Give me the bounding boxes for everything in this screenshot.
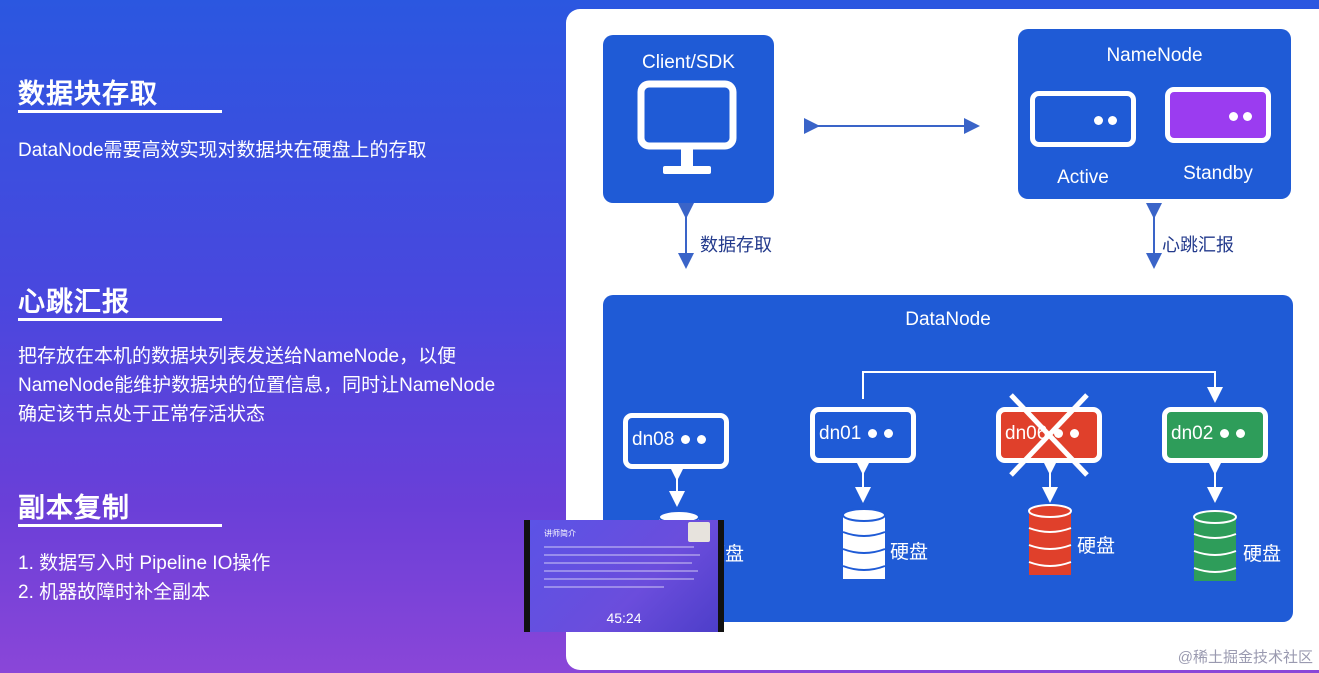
active-node <box>1030 91 1136 147</box>
disk-icon-green <box>1193 510 1237 581</box>
section-body-data-access: DataNode需要高效实现对数据块在硬盘上的存取 <box>18 136 427 165</box>
body-line: 把存放在本机的数据块列表发送给NameNode，以便 <box>18 346 457 367</box>
disk-icon <box>842 508 886 579</box>
client-sdk-box: Client/SDK <box>603 35 774 203</box>
node-name: dn06 <box>1005 423 1048 444</box>
datanode-dn02: dn02 <box>1162 407 1268 463</box>
text-line <box>544 578 694 580</box>
section-rule <box>18 110 222 113</box>
disk-icon-red <box>1028 504 1072 575</box>
namenode-title: NameNode <box>1106 45 1203 66</box>
section-title-data-access: 数据块存取 <box>18 79 158 109</box>
section-rule <box>18 524 222 527</box>
section-body-heartbeat: 把存放在本机的数据块列表发送给NameNode，以便 NameNode能维护数据… <box>18 342 495 429</box>
datanode-title: DataNode <box>905 309 991 330</box>
disk-label: 硬盘 <box>1243 544 1282 565</box>
body-line: DataNode需要高效实现对数据块在硬盘上的存取 <box>18 140 427 161</box>
text-line <box>544 554 700 556</box>
footer-credit: @稀土掘金技术社区 <box>1177 649 1313 666</box>
disk-label: 硬盘 <box>890 542 929 563</box>
section-rule <box>18 318 222 321</box>
standby-node <box>1165 87 1271 143</box>
video-timestamp: 45:24 <box>606 610 642 626</box>
body-line: NameNode能维护数据块的位置信息，同时让NameNode <box>18 375 496 396</box>
standby-label: Standby <box>1183 163 1253 184</box>
section-body-replication: 1. 数据写入时 Pipeline IO操作 2. 机器故障时补全副本 <box>18 549 270 607</box>
video-frame: 讲师简介 45:24 <box>530 520 718 632</box>
replication-arrows <box>669 371 1223 507</box>
presenter-avatar <box>688 522 710 542</box>
heartbeat-label: 心跳汇报 <box>1162 235 1234 255</box>
disk-label: 硬盘 <box>1077 536 1116 557</box>
status-dots <box>1089 112 1117 130</box>
namenode-box: NameNode Active Standby <box>1018 29 1291 199</box>
node-name: dn02 <box>1171 423 1214 444</box>
node-name: dn01 <box>819 423 862 444</box>
left-text-panel: 数据块存取 DataNode需要高效实现对数据块在硬盘上的存取 心跳汇报 把存放… <box>0 0 560 673</box>
connector-arrows <box>678 118 1162 269</box>
active-label: Active <box>1057 167 1109 188</box>
body-line: 2. 机器故障时补全副本 <box>18 582 211 603</box>
text-line <box>544 546 694 548</box>
section-title-heartbeat: 心跳汇报 <box>18 287 130 317</box>
text-line <box>544 586 664 588</box>
presenter-video[interactable]: 讲师简介 45:24 <box>524 520 724 632</box>
body-line: 1. 数据写入时 Pipeline IO操作 <box>18 553 271 574</box>
section-title-replication: 副本复制 <box>18 493 130 523</box>
text-line <box>544 562 692 564</box>
datanode-dn08: dn08 <box>623 413 729 469</box>
video-title: 讲师简介 <box>544 529 576 538</box>
data-access-label: 数据存取 <box>700 235 772 255</box>
text-line <box>544 570 698 572</box>
failure-cross-icon <box>1009 393 1089 477</box>
node-name: dn08 <box>632 429 675 450</box>
diagram-card: Client/SDK NameNode Active Standby <box>566 9 1319 670</box>
body-line: 确定该节点处于正常存活状态 <box>18 404 266 425</box>
status-dots <box>1224 108 1252 126</box>
datanode-dn01: dn01 <box>810 407 916 463</box>
monitor-icon <box>637 80 737 174</box>
client-sdk-title: Client/SDK <box>642 52 735 73</box>
